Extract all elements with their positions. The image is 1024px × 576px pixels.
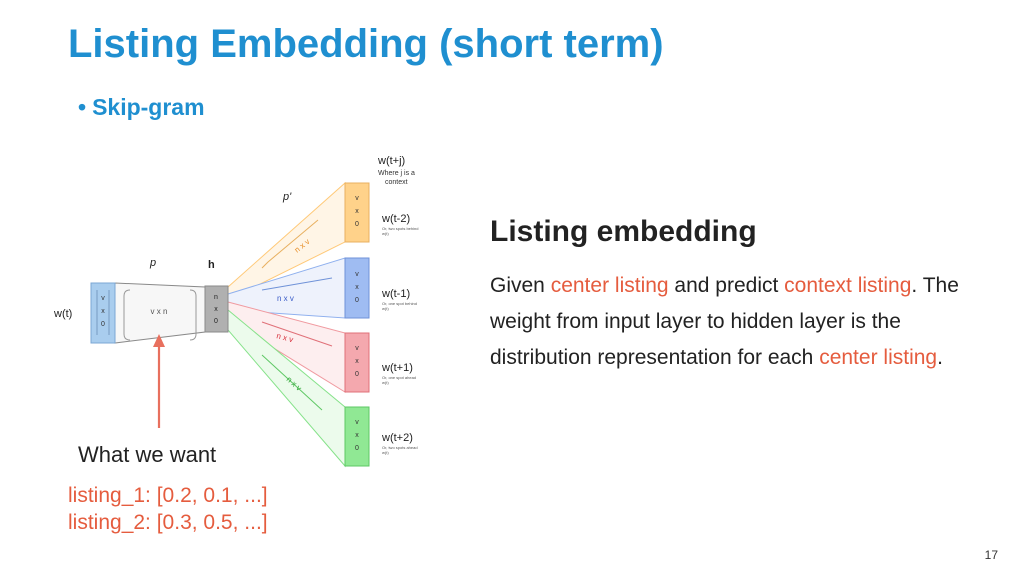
input-vector-x: x [101, 308, 105, 315]
input-label: w(t) [53, 308, 72, 320]
output-label-t-plus-2: w(t+2) [381, 432, 413, 444]
output-0-t-minus-2: 0 [355, 221, 359, 228]
description-highlight: context listing [784, 274, 912, 297]
embedding-example-line: listing_2: [0.3, 0.5, ...] [68, 511, 268, 534]
slide-title: Listing Embedding (short term) [68, 22, 664, 66]
input-vector-box [90, 282, 116, 344]
p-prime-label: p' [282, 191, 292, 203]
output-note-t-minus-1-1: Or, one spot behind [382, 301, 417, 306]
output-v-t-minus-2: v [355, 195, 359, 202]
description-segment: . The weight from input layer to hidden … [490, 274, 959, 369]
output-note-t-minus-1-2: w(t) [382, 306, 389, 311]
weight-in-bracket [123, 289, 197, 341]
bracket-t-plus-1 [261, 321, 333, 347]
description-highlight: center listing [819, 346, 938, 369]
description-paragraph: Given center listing and predict context… [490, 268, 990, 376]
description-segment: Given [490, 274, 551, 297]
hidden-layer-box [204, 285, 229, 333]
what-we-want-label: What we want [78, 442, 217, 467]
output-label-t-plus-1: w(t+1) [381, 362, 413, 374]
output-0-t-plus-2: 0 [355, 445, 359, 452]
input-vector-0: 0 [101, 321, 105, 328]
bracket-t-minus-1 [261, 277, 333, 291]
output-note-t-plus-1-2: w(t) [382, 380, 389, 385]
p-label: p [149, 257, 156, 269]
output-v-t-plus-2: v [355, 419, 359, 426]
hidden-vector-x: x [214, 306, 218, 313]
output-rect-t-minus-1 [344, 257, 370, 319]
page-number: 17 [984, 548, 998, 562]
section-heading: Listing embedding [490, 215, 757, 248]
embedding-example-line: listing_1: [0.2, 0.1, ...] [68, 484, 268, 507]
output-x-t-plus-2: x [355, 432, 359, 439]
output-rect-t-plus-2 [344, 406, 370, 467]
description-segment: and predict [668, 274, 785, 297]
input-vector-text: v x 0 [101, 295, 105, 328]
bracket-t-plus-2 [261, 354, 323, 411]
bullet-text: Skip-gram [92, 94, 205, 120]
weight-out-t-plus-1: n x v [275, 331, 294, 344]
output-label-t-minus-2: w(t-2) [381, 213, 410, 225]
output-rect-t-plus-1 [344, 332, 370, 393]
output-note-t-plus-2-1: Or, two spots ahead [382, 445, 418, 450]
weight-in-label: v x n [151, 307, 168, 316]
hidden-vector-text: n x 0 [214, 294, 218, 325]
output-box-t-minus-1: v x 0 [344, 257, 370, 319]
context-header-note-2: context [385, 179, 408, 186]
output-box-t-plus-1: v x 0 [344, 332, 370, 393]
output-box-t-plus-2: v x 0 [344, 406, 370, 467]
weight-out-t-minus-1: n x v [277, 294, 294, 303]
output-rect-t-minus-2 [344, 182, 370, 243]
bullet-dot-icon: • [78, 94, 87, 120]
input-vector-v: v [101, 295, 105, 302]
input-vector-bracket [96, 290, 110, 335]
output-v-t-plus-1: v [355, 345, 359, 352]
output-x-t-minus-2: x [355, 208, 359, 215]
output-0-t-minus-1: 0 [355, 297, 359, 304]
description-segment: . [937, 346, 943, 369]
hidden-vector-0: 0 [214, 318, 218, 325]
output-note-t-plus-2-2: w(t) [382, 450, 389, 455]
h-label: h [208, 259, 215, 271]
output-x-t-plus-1: x [355, 358, 359, 365]
description-highlight: center listing [550, 274, 669, 297]
output-note-t-plus-1-1: Or, one spot ahead [382, 375, 416, 380]
output-box-t-minus-2: v x 0 [344, 182, 370, 243]
bullet-item: •Skip-gram [78, 94, 205, 121]
pointer-arrow-head [153, 334, 165, 347]
context-header-note-1: Where j is a [378, 170, 415, 177]
output-0-t-plus-1: 0 [355, 371, 359, 378]
hidden-vector-n: n [214, 294, 218, 301]
output-x-t-minus-1: x [355, 284, 359, 291]
bracket-t-minus-2 [261, 219, 319, 269]
output-note-t-minus-2-1: Or, two spots behind [382, 226, 418, 231]
output-label-t-minus-1: w(t-1) [381, 288, 410, 300]
output-v-t-minus-1: v [355, 271, 359, 278]
embedding-examples: listing_1: [0.2, 0.1, ...] listing_2: [0… [68, 482, 268, 536]
context-header: w(t+j) [377, 155, 405, 167]
output-note-t-minus-2-2: w(t) [382, 231, 389, 236]
